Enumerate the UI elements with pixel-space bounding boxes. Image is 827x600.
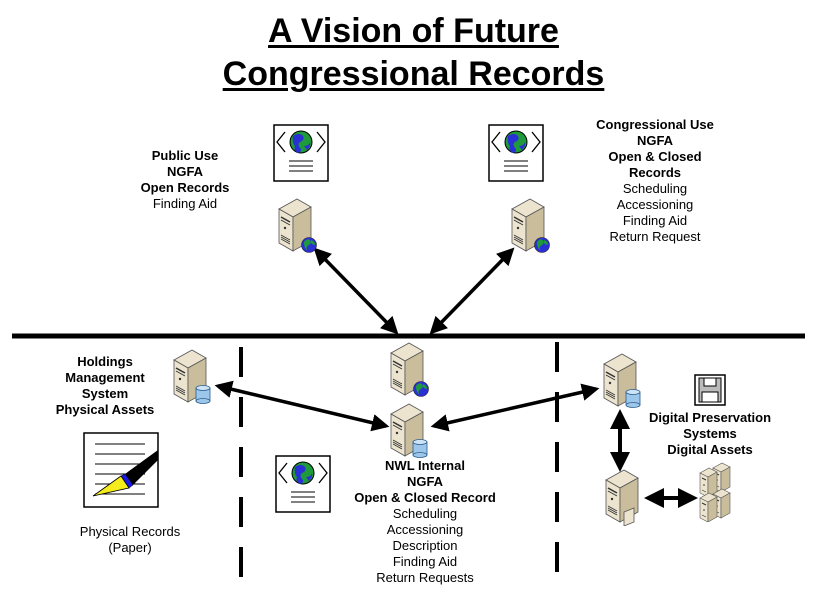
label-line: (Paper) — [108, 540, 152, 555]
arrow-congressional-to-nwl — [429, 247, 515, 335]
label-line: Description — [392, 538, 458, 553]
label-line: Finding Aid — [152, 196, 218, 211]
label-bold-line: Digital Preservation — [648, 410, 772, 425]
label-line: Scheduling — [622, 181, 688, 196]
database-server-icon — [387, 400, 433, 465]
document-pen-icon — [83, 432, 159, 513]
label-bold-line: Physical Assets — [55, 402, 155, 417]
label-bold-line: NWL Internal — [385, 458, 465, 473]
web-page-icon — [488, 124, 544, 187]
label-bold-line: Public Use — [151, 148, 219, 163]
diagram-title-line-2: Congressional Records — [222, 55, 605, 93]
label-line: Return Request — [609, 229, 701, 244]
label-line: Physical Records — [79, 524, 181, 539]
label-line: Accessioning — [616, 197, 694, 212]
label-bold-line: Management — [65, 370, 145, 385]
label-bold-line: Congressional Use — [596, 117, 714, 132]
database-server-icon — [170, 346, 216, 411]
arrow-public-to-nwl — [313, 247, 399, 335]
label-bold-line: Records — [628, 165, 682, 180]
web-server-icon — [387, 339, 433, 404]
label-line: Scheduling — [392, 506, 458, 521]
web-page-icon — [273, 124, 329, 187]
label-bold-line: NGFA — [406, 474, 444, 489]
label-line: Accessioning — [386, 522, 464, 537]
label-bold-line: System — [81, 386, 129, 401]
label-line: Return Requests — [376, 570, 474, 585]
label-line: Finding Aid — [622, 213, 688, 228]
label-bold-line: NGFA — [636, 133, 674, 148]
web-server-icon — [508, 195, 554, 260]
label-line: Finding Aid — [392, 554, 458, 569]
label-bold-line: Systems — [683, 426, 737, 441]
label-bold-line: Holdings — [77, 354, 133, 369]
server-cluster-icon — [695, 462, 741, 527]
label-bold-line: Open Records — [140, 180, 230, 195]
physical-records-label: Physical Records(Paper) — [40, 524, 220, 556]
label-bold-line: NGFA — [166, 164, 204, 179]
label-bold-line: Digital Assets — [667, 442, 753, 457]
arrow-nwl-to-digital — [430, 383, 600, 432]
arrow-holdings-to-nwl — [214, 380, 390, 432]
web-server-icon — [275, 195, 321, 260]
label-bold-line: Open & Closed Record — [354, 490, 496, 505]
database-server-icon — [600, 350, 646, 415]
label-bold-line: Open & Closed — [608, 149, 702, 164]
diagram-title-line-1: A Vision of Future — [268, 12, 559, 50]
file-server-icon — [602, 466, 648, 531]
floppy-disk-icon — [694, 374, 726, 411]
web-page-icon — [275, 455, 331, 518]
